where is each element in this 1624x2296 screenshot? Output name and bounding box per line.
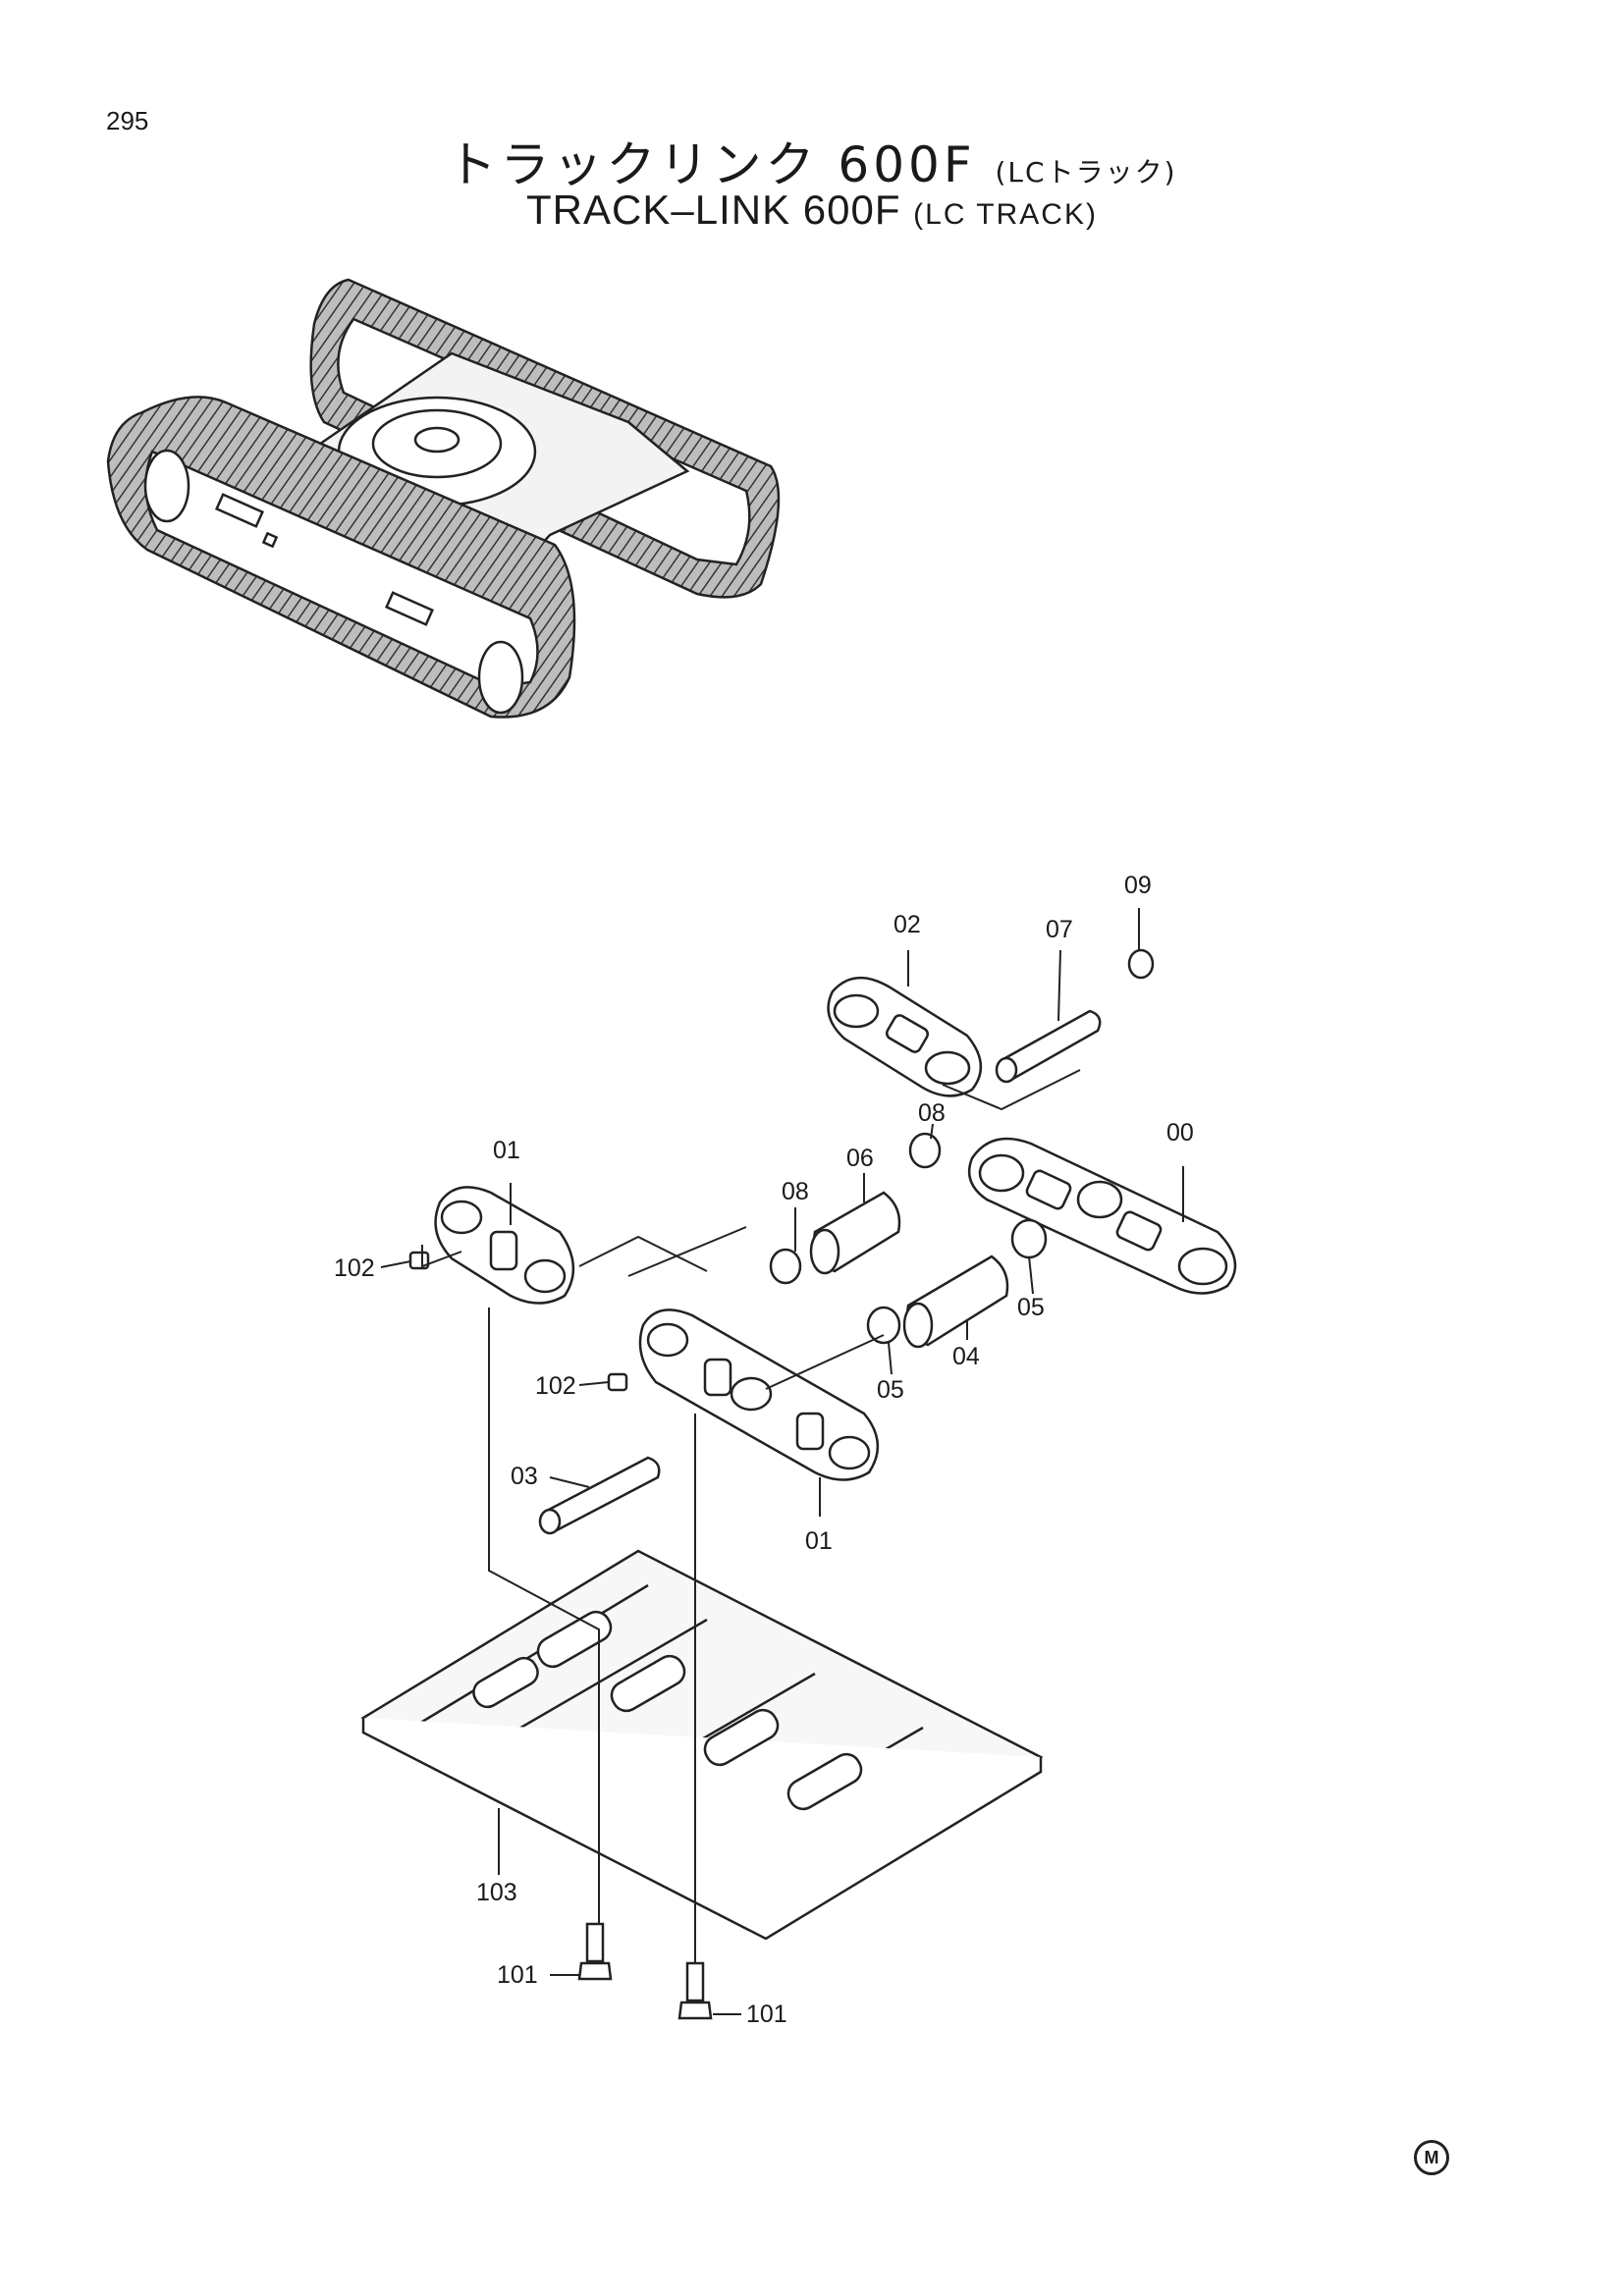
assembly-guide-lines [421,1069,1081,1963]
callout-09: 09 [1124,872,1152,899]
swing-bearing-inner [413,426,460,454]
track-link-assembly [360,948,1237,2020]
front-idler [143,449,190,523]
part-103-track-shoes [360,1549,1044,1941]
callout-04: 04 [952,1343,980,1370]
callout-07: 07 [1046,916,1073,943]
callout-05-right: 05 [1017,1294,1045,1321]
part-01-link-center [638,1308,880,1481]
title-en-main: TRACK–LINK 600F [526,187,901,233]
part-101-bolt-left [577,1922,613,1981]
part-09-snap-ring [1127,948,1155,980]
callout-03: 03 [511,1463,538,1490]
part-02-link [827,976,983,1097]
part-07-pin [995,1009,1102,1084]
callout-labels: 02 07 09 01 06 08 08 00 102 102 05 05 04… [334,872,1194,2028]
title-english: TRACK–LINK 600F (LC TRACK) [0,187,1624,234]
part-102-nut-lower [607,1372,628,1392]
callout-05-left: 05 [877,1376,904,1404]
title-jp-sub: (LCトラック) [995,156,1177,188]
part-05-seal-left [866,1306,901,1345]
callout-101-left: 101 [497,1961,538,1989]
title-en-sub: (LC TRACK) [913,198,1098,231]
track-guard-slot-1 [214,493,265,528]
undercarriage-illustration [106,278,781,719]
part-00-master-link [967,1137,1237,1295]
callout-08-left: 08 [782,1178,809,1205]
title-japanese: トラックリンク 600F (LCトラック) [0,126,1624,196]
callout-00: 00 [1166,1119,1194,1147]
part-08-seal-lower [769,1248,802,1285]
callout-leaders [380,908,1184,2015]
part-01-link-upper [434,1186,575,1305]
title-jp-main: トラックリンク 600F [447,136,976,193]
page-number: 295 [106,106,149,135]
callout-02: 02 [893,911,921,938]
rear-sprocket [477,640,524,715]
part-06-bushing [809,1191,901,1275]
callout-01-upper: 01 [493,1137,520,1164]
part-05-seal-right [1010,1218,1048,1259]
callout-08-right: 08 [918,1099,946,1127]
callout-102-upper: 102 [334,1255,375,1282]
part-101-bolt-right [677,1961,713,2020]
part-03-pin [538,1456,661,1535]
callout-06: 06 [846,1145,874,1172]
track-guard-slot-2 [384,591,435,626]
callout-01-lower: 01 [805,1527,833,1555]
trademark-circle-m: M [1414,2140,1449,2175]
callout-101-right: 101 [746,2001,787,2028]
part-04-bushing [902,1255,1009,1349]
part-08-seal-upper [908,1132,942,1169]
part-102-nut-upper [408,1251,430,1270]
callout-102-lower: 102 [535,1372,576,1400]
track-guard-slot-3 [261,531,279,549]
callout-103: 103 [476,1879,517,1906]
